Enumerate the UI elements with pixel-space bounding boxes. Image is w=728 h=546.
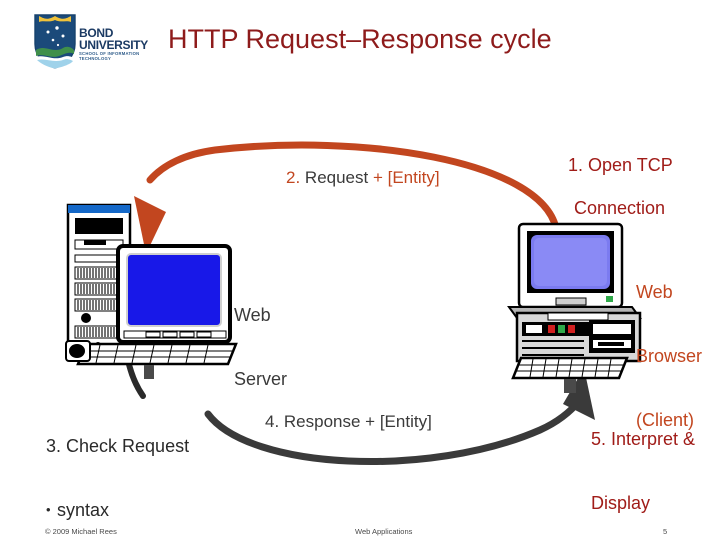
footer-center-title: Web Applications: [355, 527, 413, 536]
web-browser-label: Web Browser (Client): [636, 240, 702, 474]
response-arrow-label: 4. Response + [Entity]: [265, 412, 432, 431]
web-browser-client-computer: [507, 222, 642, 393]
request-arrow: [134, 141, 560, 254]
logo-line-school: SCHOOL OF INFORMATION: [79, 51, 140, 56]
web-browser-line1: Web: [636, 282, 673, 303]
logo-line-technology: TECHNOLOGY: [79, 56, 112, 62]
request-arrow-label: 2. Request + [Entity]: [286, 168, 440, 188]
request-label-word: Request: [300, 168, 373, 187]
request-label-entity: + [Entity]: [372, 168, 440, 187]
step1-open-tcp-label: 1. Open TCP Connection: [548, 134, 673, 261]
bond-university-logo: BOND UNIVERSITY SCHOOL OF INFORMATION TE…: [33, 12, 151, 74]
step5-6-block: 5. Interpret & Display 6. Close TCP Conn…: [591, 387, 698, 546]
slide-footer: © 2009 Michael Rees Web Applications 5: [0, 523, 728, 543]
request-label-number: 2.: [286, 168, 301, 187]
footer-copyright: © 2009 Michael Rees: [45, 527, 117, 536]
logo-line-bond: BOND: [79, 26, 114, 40]
step1-line1: 1. Open TCP: [568, 155, 673, 176]
web-server-label: Web Server: [234, 263, 287, 433]
bond-logo-text: BOND UNIVERSITY SCHOOL OF INFORMATION TE…: [79, 27, 151, 62]
step5-line1: 5. Interpret &: [591, 429, 696, 450]
response-arrow: [204, 368, 595, 466]
bond-shield-icon: [33, 12, 77, 70]
footer-page-number: 5: [663, 527, 668, 536]
step1-line2: Connection: [574, 197, 666, 218]
web-server-computer: [65, 203, 238, 379]
web-browser-line2: Browser: [636, 346, 703, 367]
web-browser-line3: (Client): [636, 409, 695, 430]
step3-bullet-syntax: syntax: [46, 500, 189, 521]
server-to-step3-connector: [125, 357, 146, 399]
logo-line-university: UNIVERSITY: [79, 38, 149, 52]
step3-check-request-block: 3. Check Request syntax existence authen…: [46, 394, 189, 546]
web-server-line2: Server: [234, 369, 288, 390]
page-title: HTTP Request–Response cycle: [168, 24, 552, 54]
step5-line2: Display: [591, 493, 651, 514]
web-server-line1: Web: [234, 305, 271, 326]
step3-heading: 3. Check Request: [46, 436, 190, 457]
